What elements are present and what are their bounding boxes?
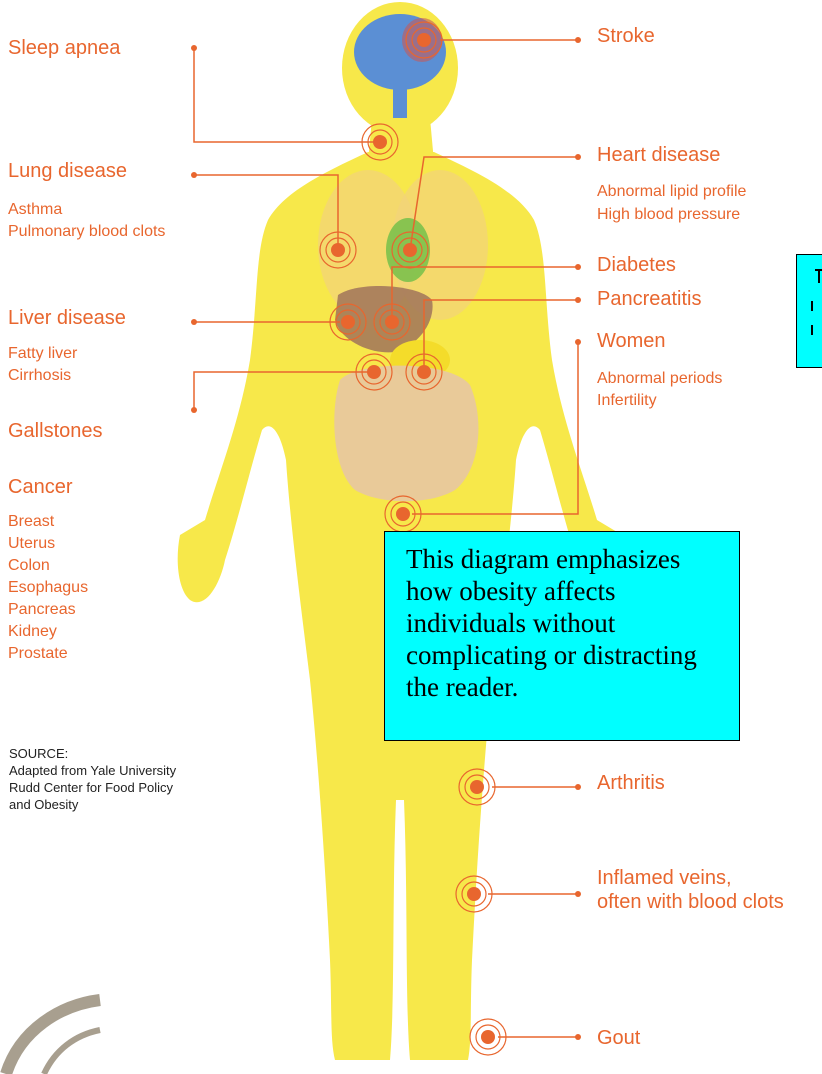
label-cancer-colon: Colon: [8, 555, 50, 576]
source-line-2: Rudd Center for Food Policy: [9, 779, 173, 796]
annotation-textbox: This diagram emphasizes how obesity affe…: [384, 531, 740, 741]
label-cancer-uterus: Uterus: [8, 533, 55, 554]
source-line-1: Adapted from Yale University: [9, 762, 176, 779]
label-women-periods: Abnormal periods: [597, 368, 722, 389]
source-line-3: and Obesity: [9, 796, 78, 813]
label-veins-line1: Inflamed veins,: [597, 867, 732, 890]
label-gout: Gout: [597, 1027, 640, 1050]
label-lung-clots: Pulmonary blood clots: [8, 221, 165, 242]
label-heart-bp: High blood pressure: [597, 204, 740, 225]
label-lung-disease: Lung disease: [8, 160, 127, 183]
label-women-infertility: Infertility: [597, 390, 657, 411]
label-lung-asthma: Asthma: [8, 199, 62, 220]
label-heart-disease: Heart disease: [597, 144, 720, 167]
label-cancer-kidney: Kidney: [8, 621, 57, 642]
organs: [318, 14, 488, 501]
label-veins-line2: often with blood clots: [597, 891, 784, 914]
label-cancer-esophagus: Esophagus: [8, 577, 88, 598]
label-sleep-apnea: Sleep apnea: [8, 37, 120, 60]
label-women: Women: [597, 330, 666, 353]
partial-text-glyphs: [797, 255, 822, 368]
label-arthritis: Arthritis: [597, 772, 665, 795]
label-liver-fatty: Fatty liver: [8, 343, 77, 364]
label-liver-cirrhosis: Cirrhosis: [8, 365, 71, 386]
label-gallstones: Gallstones: [8, 420, 103, 443]
label-diabetes: Diabetes: [597, 254, 676, 277]
label-heart-lipid: Abnormal lipid profile: [597, 181, 746, 202]
label-cancer-breast: Breast: [8, 511, 54, 532]
annotation-textbox-partial: [796, 254, 822, 368]
label-stroke: Stroke: [597, 25, 655, 48]
label-pancreatitis: Pancreatitis: [597, 288, 702, 311]
label-cancer: Cancer: [8, 476, 72, 499]
label-liver-disease: Liver disease: [8, 307, 126, 330]
label-cancer-prostate: Prostate: [8, 643, 68, 664]
source-title: SOURCE:: [9, 745, 68, 762]
intestines-icon: [334, 366, 478, 502]
seal-arc: [6, 1000, 100, 1074]
label-cancer-pancreas: Pancreas: [8, 599, 76, 620]
